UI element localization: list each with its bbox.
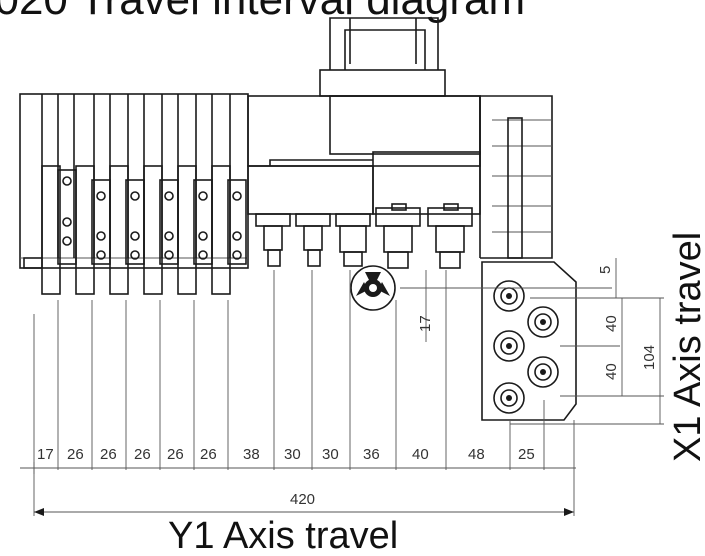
segment-label: 26 <box>100 446 117 463</box>
gang-tool-holders <box>41 165 247 295</box>
dimension-gap-b: 40 <box>603 363 620 380</box>
diagram-title: 1020 Travel interval diagram <box>0 0 525 24</box>
segment-label: 36 <box>363 446 380 463</box>
segment-label: 26 <box>67 446 84 463</box>
segment-label: 17 <box>37 446 54 463</box>
segment-label: 26 <box>167 446 184 463</box>
rack-slots <box>41 94 231 258</box>
dimension-small-offset: 17 <box>417 315 434 332</box>
clamp-bolts <box>62 176 242 260</box>
extension-lines <box>33 270 664 516</box>
segment-labels: 17 26 26 26 26 26 38 30 30 36 40 48 25 <box>37 446 535 463</box>
x1-axis-travel-label: X1 Axis travel <box>667 232 705 462</box>
segment-label: 38 <box>243 446 260 463</box>
segment-label: 26 <box>134 446 151 463</box>
segment-label: 25 <box>518 446 535 463</box>
turret-tool-pockets <box>493 280 559 414</box>
total-span-dimension: 420 <box>34 491 574 516</box>
tool-turret-drawing <box>19 17 577 421</box>
x1-turret-plate <box>481 261 577 421</box>
dimension-gap-a: 40 <box>603 315 620 332</box>
segment-label: 30 <box>284 446 301 463</box>
horizontal-dimension-row <box>20 462 576 474</box>
workpiece-chuck <box>350 265 396 311</box>
segment-label: 48 <box>468 446 485 463</box>
segment-label: 30 <box>322 446 339 463</box>
segment-label: 26 <box>200 446 217 463</box>
collet-chucks <box>255 203 473 269</box>
dimension-top-offset: 5 <box>597 266 614 274</box>
dimension-overall: 104 <box>641 345 658 370</box>
vertical-dimensions: 5 40 40 104 17 <box>417 258 661 424</box>
y1-axis-travel-label: Y1 Axis travel <box>168 515 398 556</box>
total-span-label: 420 <box>290 491 315 508</box>
segment-label: 40 <box>412 446 429 463</box>
